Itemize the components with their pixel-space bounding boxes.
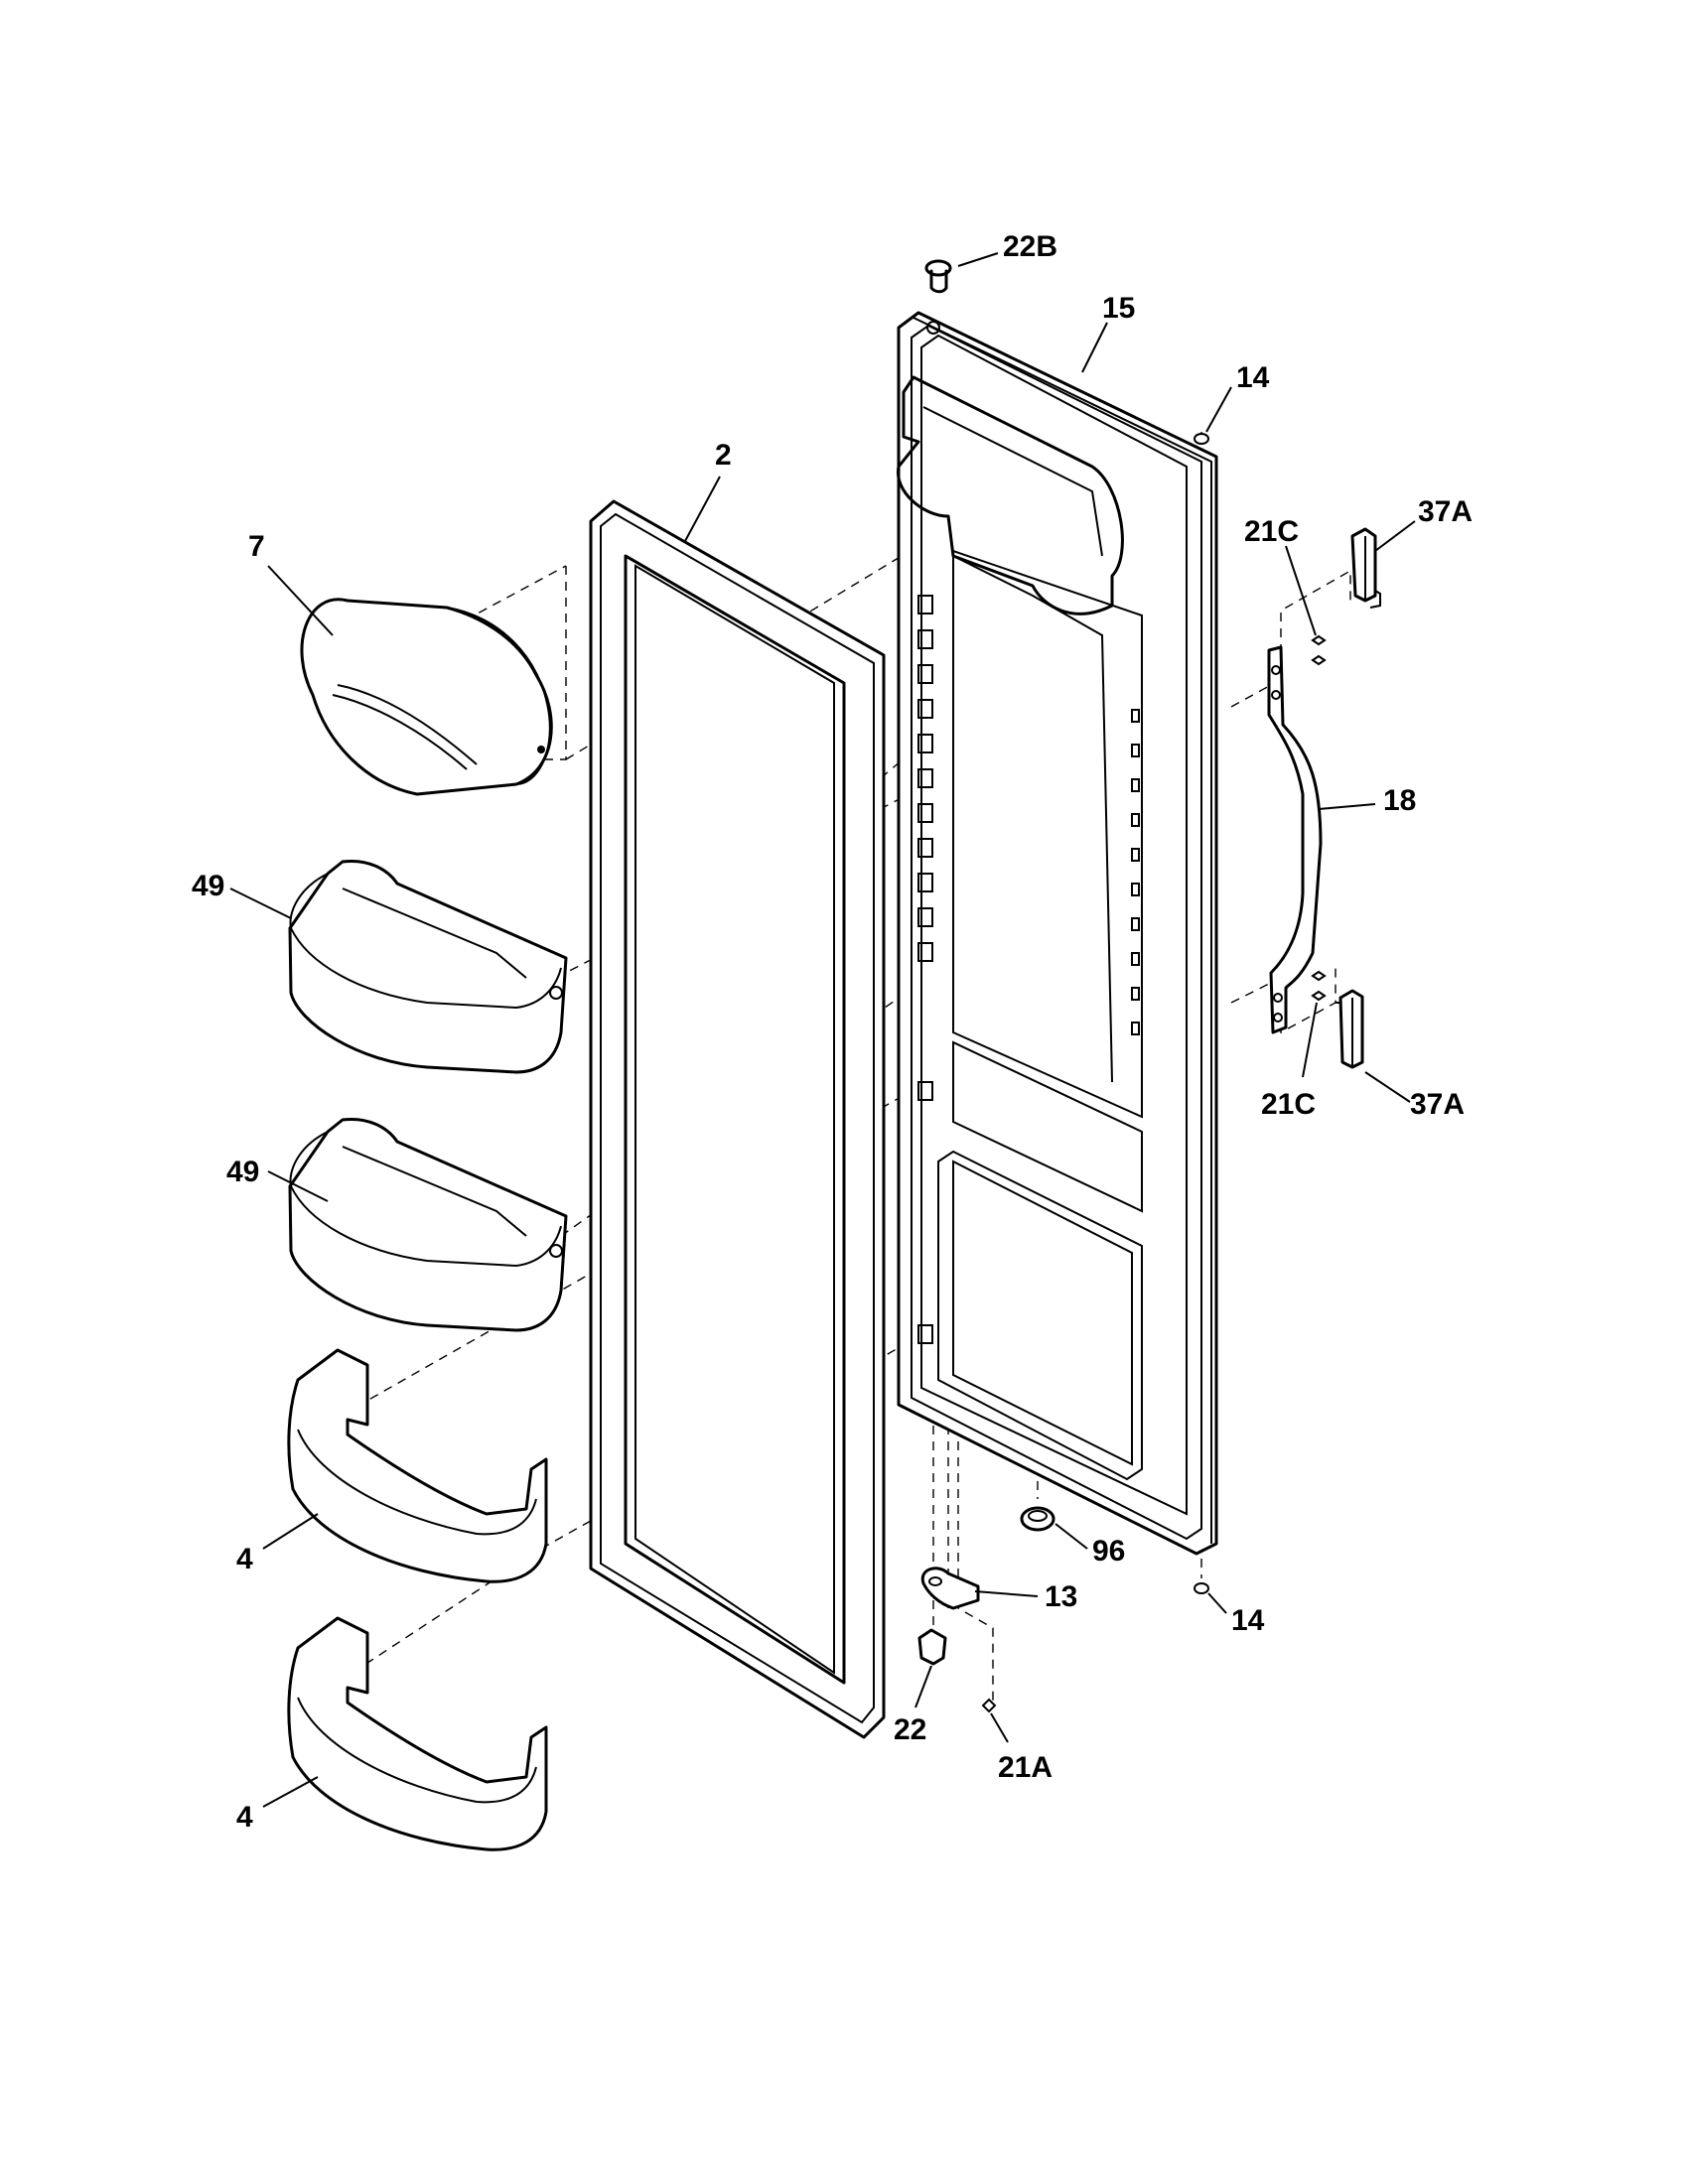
part-14-top-washer bbox=[1194, 433, 1209, 445]
part-22-pin bbox=[917, 1628, 947, 1666]
part-96-plug bbox=[1020, 1506, 1055, 1532]
callout-4-upper: 4 bbox=[236, 1543, 253, 1575]
part-21C-screws bbox=[1311, 634, 1327, 1002]
callout-37A-bottom: 37A bbox=[1410, 1088, 1465, 1121]
callout-15: 15 bbox=[1102, 292, 1135, 325]
part-37A-bottom-cap bbox=[1336, 989, 1364, 1069]
part-7-cylinder-bin bbox=[300, 598, 553, 796]
part-15-door-liner bbox=[897, 311, 1218, 1556]
part-21A-screw bbox=[981, 1698, 997, 1713]
part-4-lower-shelf bbox=[287, 1616, 548, 1851]
callout-4-lower: 4 bbox=[236, 1801, 253, 1834]
callout-labels: 22B 15 14 2 7 21C 37A 18 49 49 21C 37A 9… bbox=[192, 230, 1473, 1834]
callout-2: 2 bbox=[715, 439, 732, 472]
leader-lines bbox=[229, 252, 1416, 1808]
part-18-handle bbox=[1267, 645, 1323, 1034]
callout-37A-top: 37A bbox=[1418, 495, 1473, 528]
callout-22: 22 bbox=[894, 1713, 926, 1746]
part-13-hinge-bracket bbox=[920, 1567, 980, 1610]
callout-14-top: 14 bbox=[1236, 361, 1270, 394]
callout-22B: 22B bbox=[1003, 230, 1057, 263]
callout-21C-top: 21C bbox=[1244, 515, 1299, 548]
part-37A-top-cap bbox=[1350, 527, 1381, 609]
part-49-lower-bin bbox=[288, 1117, 568, 1332]
callout-13: 13 bbox=[1045, 1580, 1077, 1613]
shelf-tab-right bbox=[1131, 709, 1140, 1035]
callout-49-upper: 49 bbox=[192, 870, 224, 902]
callout-18: 18 bbox=[1383, 784, 1416, 817]
part-14-bottom-washer bbox=[1194, 1582, 1209, 1594]
callout-96: 96 bbox=[1092, 1535, 1125, 1568]
callout-21C-bottom: 21C bbox=[1261, 1088, 1316, 1121]
callout-7: 7 bbox=[248, 530, 265, 563]
part-2-door-gasket bbox=[589, 499, 886, 1739]
shelf-tab-column bbox=[917, 595, 933, 1344]
callout-49-lower: 49 bbox=[226, 1156, 259, 1188]
part-4-upper-shelf bbox=[287, 1348, 548, 1583]
callout-21A: 21A bbox=[998, 1751, 1053, 1784]
part-49-upper-bin bbox=[288, 859, 568, 1074]
part-22B-hinge-pin bbox=[924, 259, 952, 294]
callout-14-bottom: 14 bbox=[1231, 1604, 1265, 1637]
